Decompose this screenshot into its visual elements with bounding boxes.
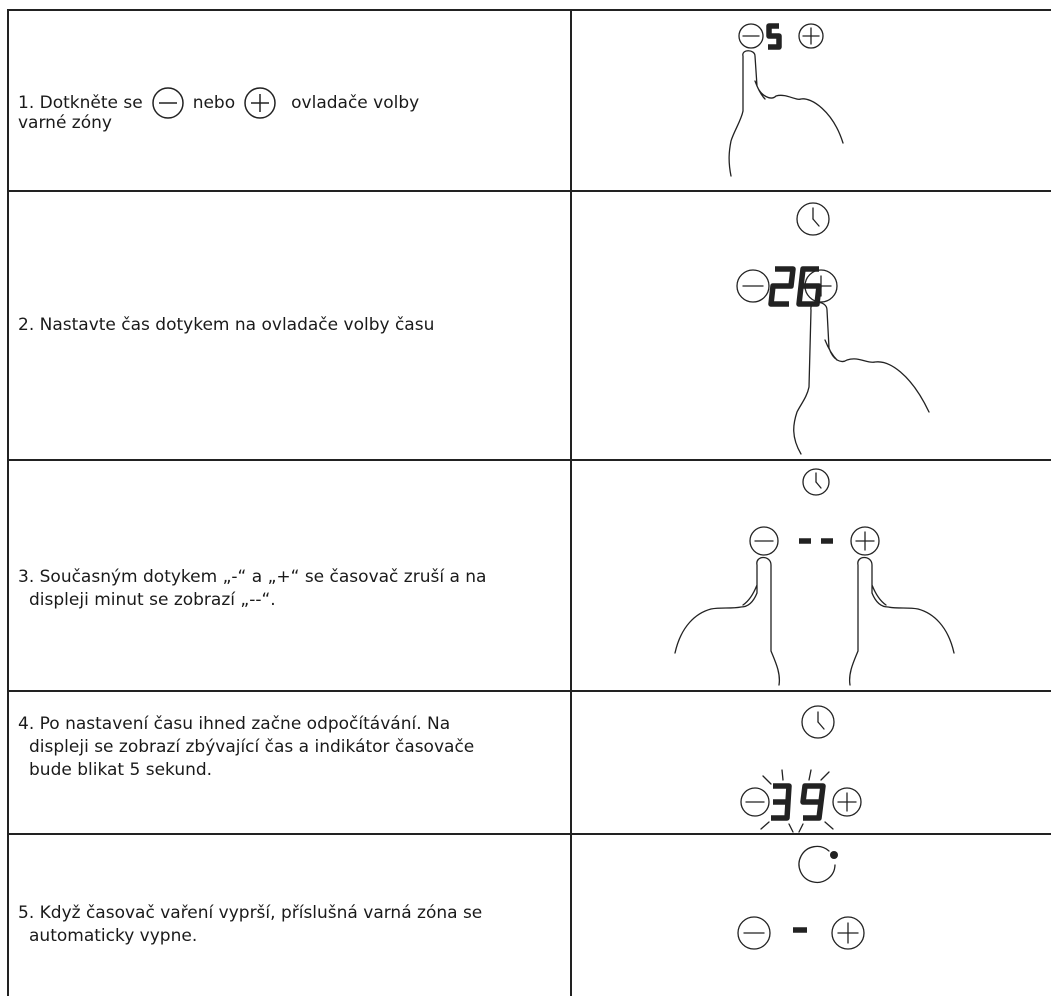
- step-2-text: 2. Nastavte čas dotykem na ovladače volb…: [18, 314, 434, 337]
- step-5-text: 5. Když časovač vaření vyprší, příslušná…: [18, 902, 482, 948]
- minus-icon: [736, 269, 770, 303]
- step-4-line2: displeji se zobrazí zbývající čas a indi…: [29, 737, 475, 757]
- plus-icon: [850, 526, 880, 556]
- timer-finished-icon: [798, 845, 838, 884]
- step-3-line1: 3. Současným dotykem „-“ a „+“ se časova…: [18, 567, 487, 587]
- plus-icon: [244, 87, 276, 119]
- clock-icon: [796, 202, 830, 236]
- row-divider: [7, 833, 1051, 835]
- minus-icon: [737, 916, 771, 950]
- hand-icon: [848, 556, 955, 686]
- step-1-suffix: ovladače volby: [291, 92, 420, 113]
- step-5-figure: [737, 845, 865, 950]
- table-border-top: [7, 9, 1051, 11]
- minus-icon: [151, 87, 184, 119]
- plus-icon: [798, 23, 824, 49]
- minus-icon: [738, 23, 764, 49]
- table-column-divider: [570, 9, 572, 996]
- plus-icon: [831, 916, 865, 950]
- plus-icon: [804, 269, 838, 303]
- step-4-figure: [740, 705, 862, 833]
- step-2-figure: [736, 202, 930, 455]
- step-2-line1: 2. Nastavte čas dotykem na ovladače volb…: [18, 315, 435, 335]
- step-1-text: 1. Dotkněte se nebo ovladače volby varné…: [18, 86, 419, 135]
- step-1-mid: nebo: [192, 92, 236, 113]
- row-divider: [7, 459, 1051, 461]
- display-digit-5: [766, 23, 782, 50]
- hand-icon: [793, 301, 930, 455]
- step-5-line1: 5. Když časovač vaření vyprší, příslušná…: [18, 903, 483, 923]
- step-3-text: 3. Současným dotykem „-“ a „+“ se časova…: [18, 566, 486, 612]
- step-4-text: 4. Po nastavení času ihned začne odpočít…: [18, 713, 474, 782]
- hand-icon: [728, 50, 844, 177]
- display-digits-39: [771, 783, 826, 821]
- blink-rays-icon: [760, 769, 834, 833]
- plus-icon: [832, 787, 862, 817]
- row-divider: [7, 690, 1051, 692]
- step-4-line3: bude blikat 5 sekund.: [29, 760, 213, 780]
- step-3-figure: [674, 468, 955, 686]
- table-border-left: [7, 9, 9, 996]
- clock-icon: [801, 705, 835, 739]
- row-divider: [7, 190, 1051, 192]
- step-1-line2: varné zóny: [18, 113, 112, 133]
- step-1-prefix: 1. Dotkněte se: [18, 92, 143, 113]
- hand-icon: [674, 556, 781, 686]
- clock-icon: [802, 468, 830, 496]
- minus-icon: [749, 526, 779, 556]
- step-3-line2: displeji minut se zobrazí „--“.: [29, 590, 276, 610]
- step-4-line1: 4. Po nastavení času ihned začne odpočít…: [18, 714, 451, 734]
- minus-icon: [740, 787, 770, 817]
- step-5-line2: automaticky vypne.: [29, 926, 198, 946]
- step-1-figure: [728, 23, 844, 177]
